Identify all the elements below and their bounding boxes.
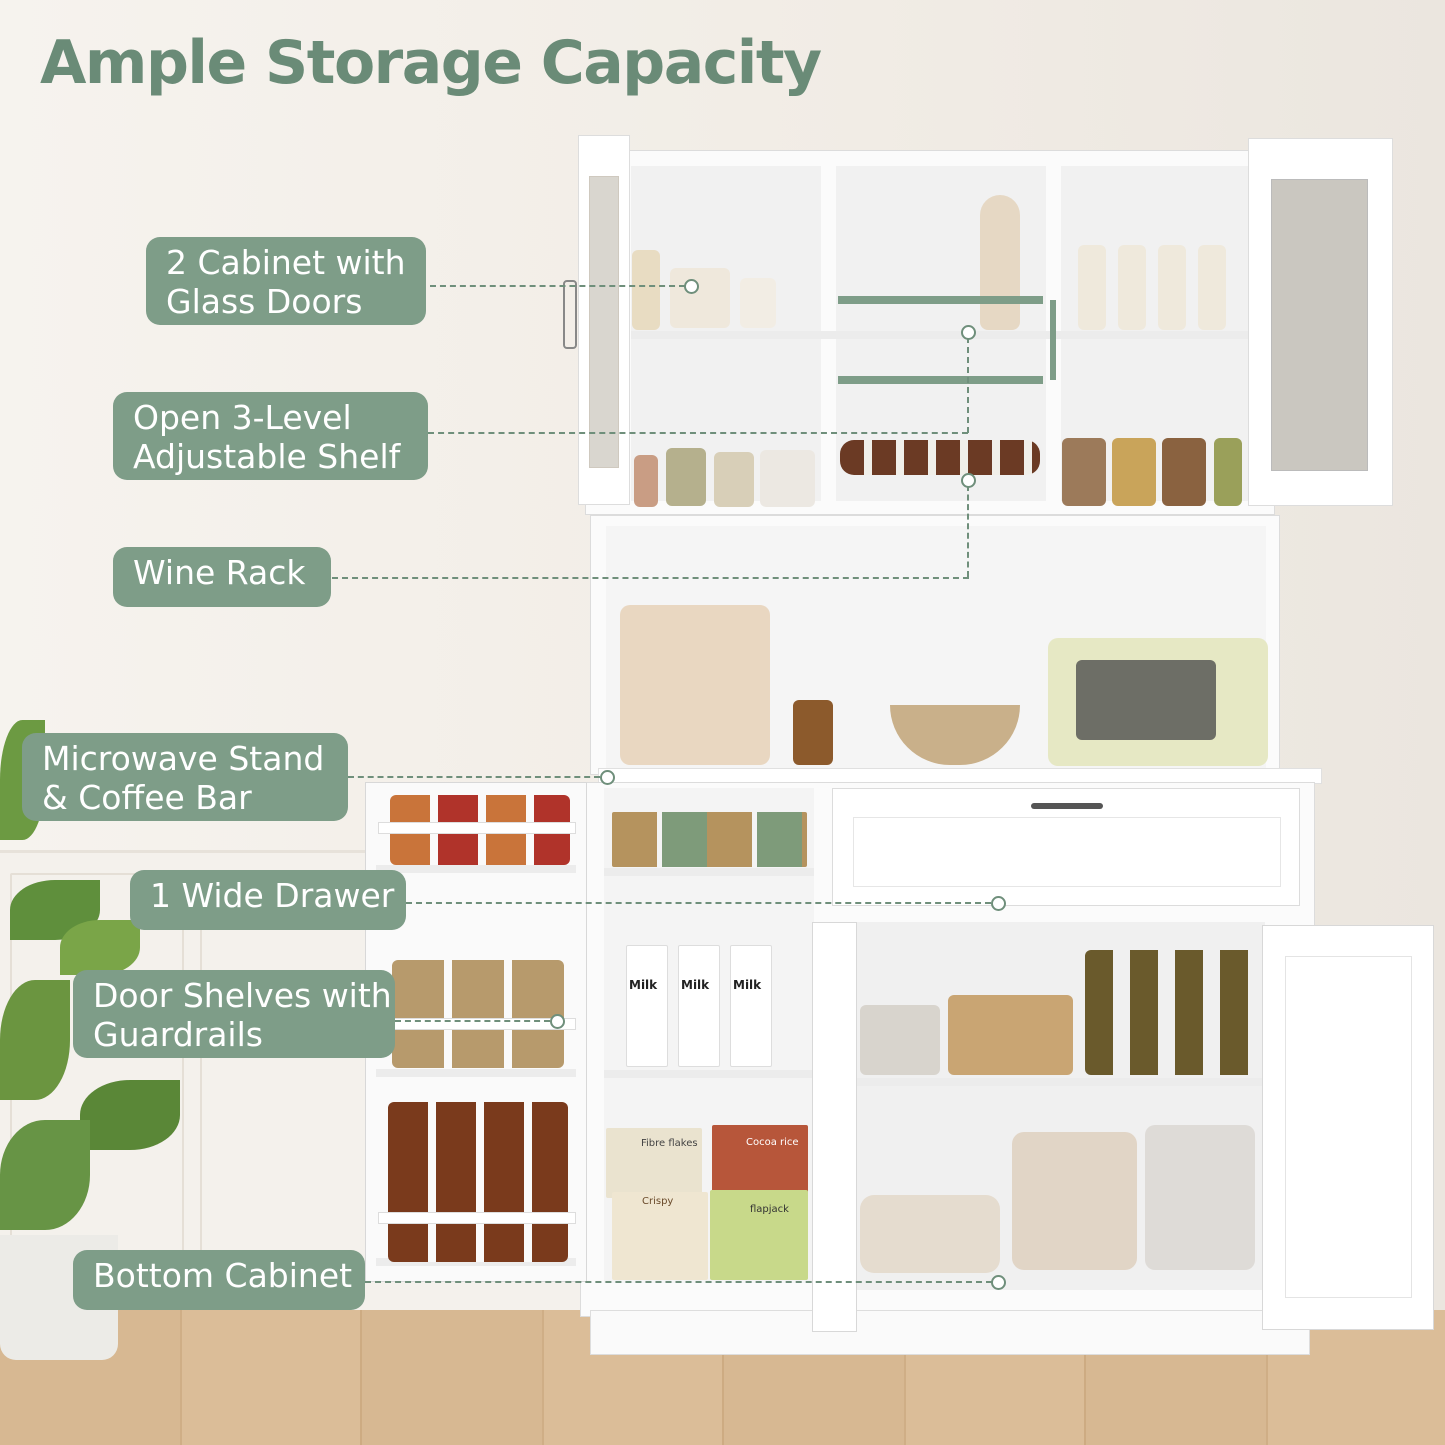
base-plinth — [590, 1310, 1310, 1355]
bottles — [1085, 950, 1260, 1075]
lower-left-door — [812, 922, 857, 1332]
leader-dot — [991, 896, 1006, 911]
leader-line — [430, 285, 685, 287]
callout-bottom-cabinet: Bottom Cabinet — [73, 1250, 365, 1310]
right-glass-door — [1248, 138, 1393, 506]
product-label: Fibre flakes — [641, 1138, 698, 1149]
callout-line: 2 Cabinet with — [166, 243, 406, 282]
leader-line — [365, 1281, 992, 1283]
sauce-bottles — [388, 1102, 568, 1262]
cereal-box: Fibre flakes — [606, 1128, 702, 1198]
cereal-box: Cocoa rice — [712, 1125, 808, 1195]
milk-label: Milk — [733, 978, 762, 992]
lower-right-door — [1262, 925, 1434, 1330]
callout-line: Adjustable Shelf — [133, 437, 401, 476]
milk-label: Milk — [629, 978, 658, 992]
leader-line — [406, 902, 991, 904]
callout-line: Door Shelves with — [93, 976, 392, 1015]
callout-microwave-stand: Microwave Stand & Coffee Bar — [22, 733, 348, 821]
toaster-oven — [1048, 638, 1268, 766]
product-label: Cocoa rice — [746, 1137, 799, 1148]
coffee-machine — [620, 605, 770, 765]
tea-boxes — [392, 960, 564, 1068]
product-label: flapjack — [750, 1204, 789, 1215]
kettle — [1145, 1125, 1255, 1270]
leader-line — [428, 432, 968, 434]
callout-wide-drawer: 1 Wide Drawer — [130, 870, 406, 930]
milk-label: Milk — [681, 978, 710, 992]
leader-line — [332, 577, 969, 579]
callout-line: Bottom Cabinet — [93, 1256, 353, 1295]
leader-line — [967, 485, 969, 577]
leader-dot — [961, 473, 976, 488]
basket — [948, 995, 1073, 1075]
callout-door-shelves: Door Shelves with Guardrails — [73, 970, 395, 1058]
callout-line: Guardrails — [93, 1015, 263, 1054]
leader-dot — [684, 279, 699, 294]
wide-drawer — [832, 788, 1300, 906]
callout-line: Microwave Stand — [42, 739, 325, 778]
dutch-oven — [860, 1195, 1000, 1273]
guardrail — [378, 1212, 576, 1224]
callout-adjustable-shelf: Open 3-Level Adjustable Shelf — [113, 392, 428, 480]
callout-line: Wine Rack — [133, 553, 306, 592]
left-glass-door — [578, 135, 630, 505]
pot-stack — [1012, 1132, 1137, 1270]
leader-line — [348, 776, 600, 778]
callout-line: 1 Wide Drawer — [150, 876, 395, 915]
leader-dot — [961, 325, 976, 340]
vase — [793, 700, 833, 765]
callout-glass-doors: 2 Cabinet with Glass Doors — [146, 237, 426, 325]
drawer-handle — [1031, 803, 1103, 809]
leader-dot — [600, 770, 615, 785]
product-label: Crispy — [642, 1196, 674, 1207]
cereal-box: Crispy — [612, 1192, 708, 1280]
leader-dot — [991, 1275, 1006, 1290]
callout-wine-rack: Wine Rack — [113, 547, 331, 607]
leader-dot — [550, 1014, 565, 1029]
cereal-box: flapjack — [710, 1190, 808, 1280]
leader-line — [395, 1020, 550, 1022]
door-handle — [563, 280, 577, 349]
guardrail — [378, 822, 576, 834]
wall-panel — [200, 873, 374, 1277]
callout-line: Glass Doors — [166, 282, 363, 321]
upper-hutch — [585, 150, 1275, 515]
callout-line: Open 3-Level — [133, 398, 352, 437]
callout-line: & Coffee Bar — [42, 778, 252, 817]
page-title: Ample Storage Capacity — [40, 28, 822, 98]
leader-line — [967, 337, 969, 433]
